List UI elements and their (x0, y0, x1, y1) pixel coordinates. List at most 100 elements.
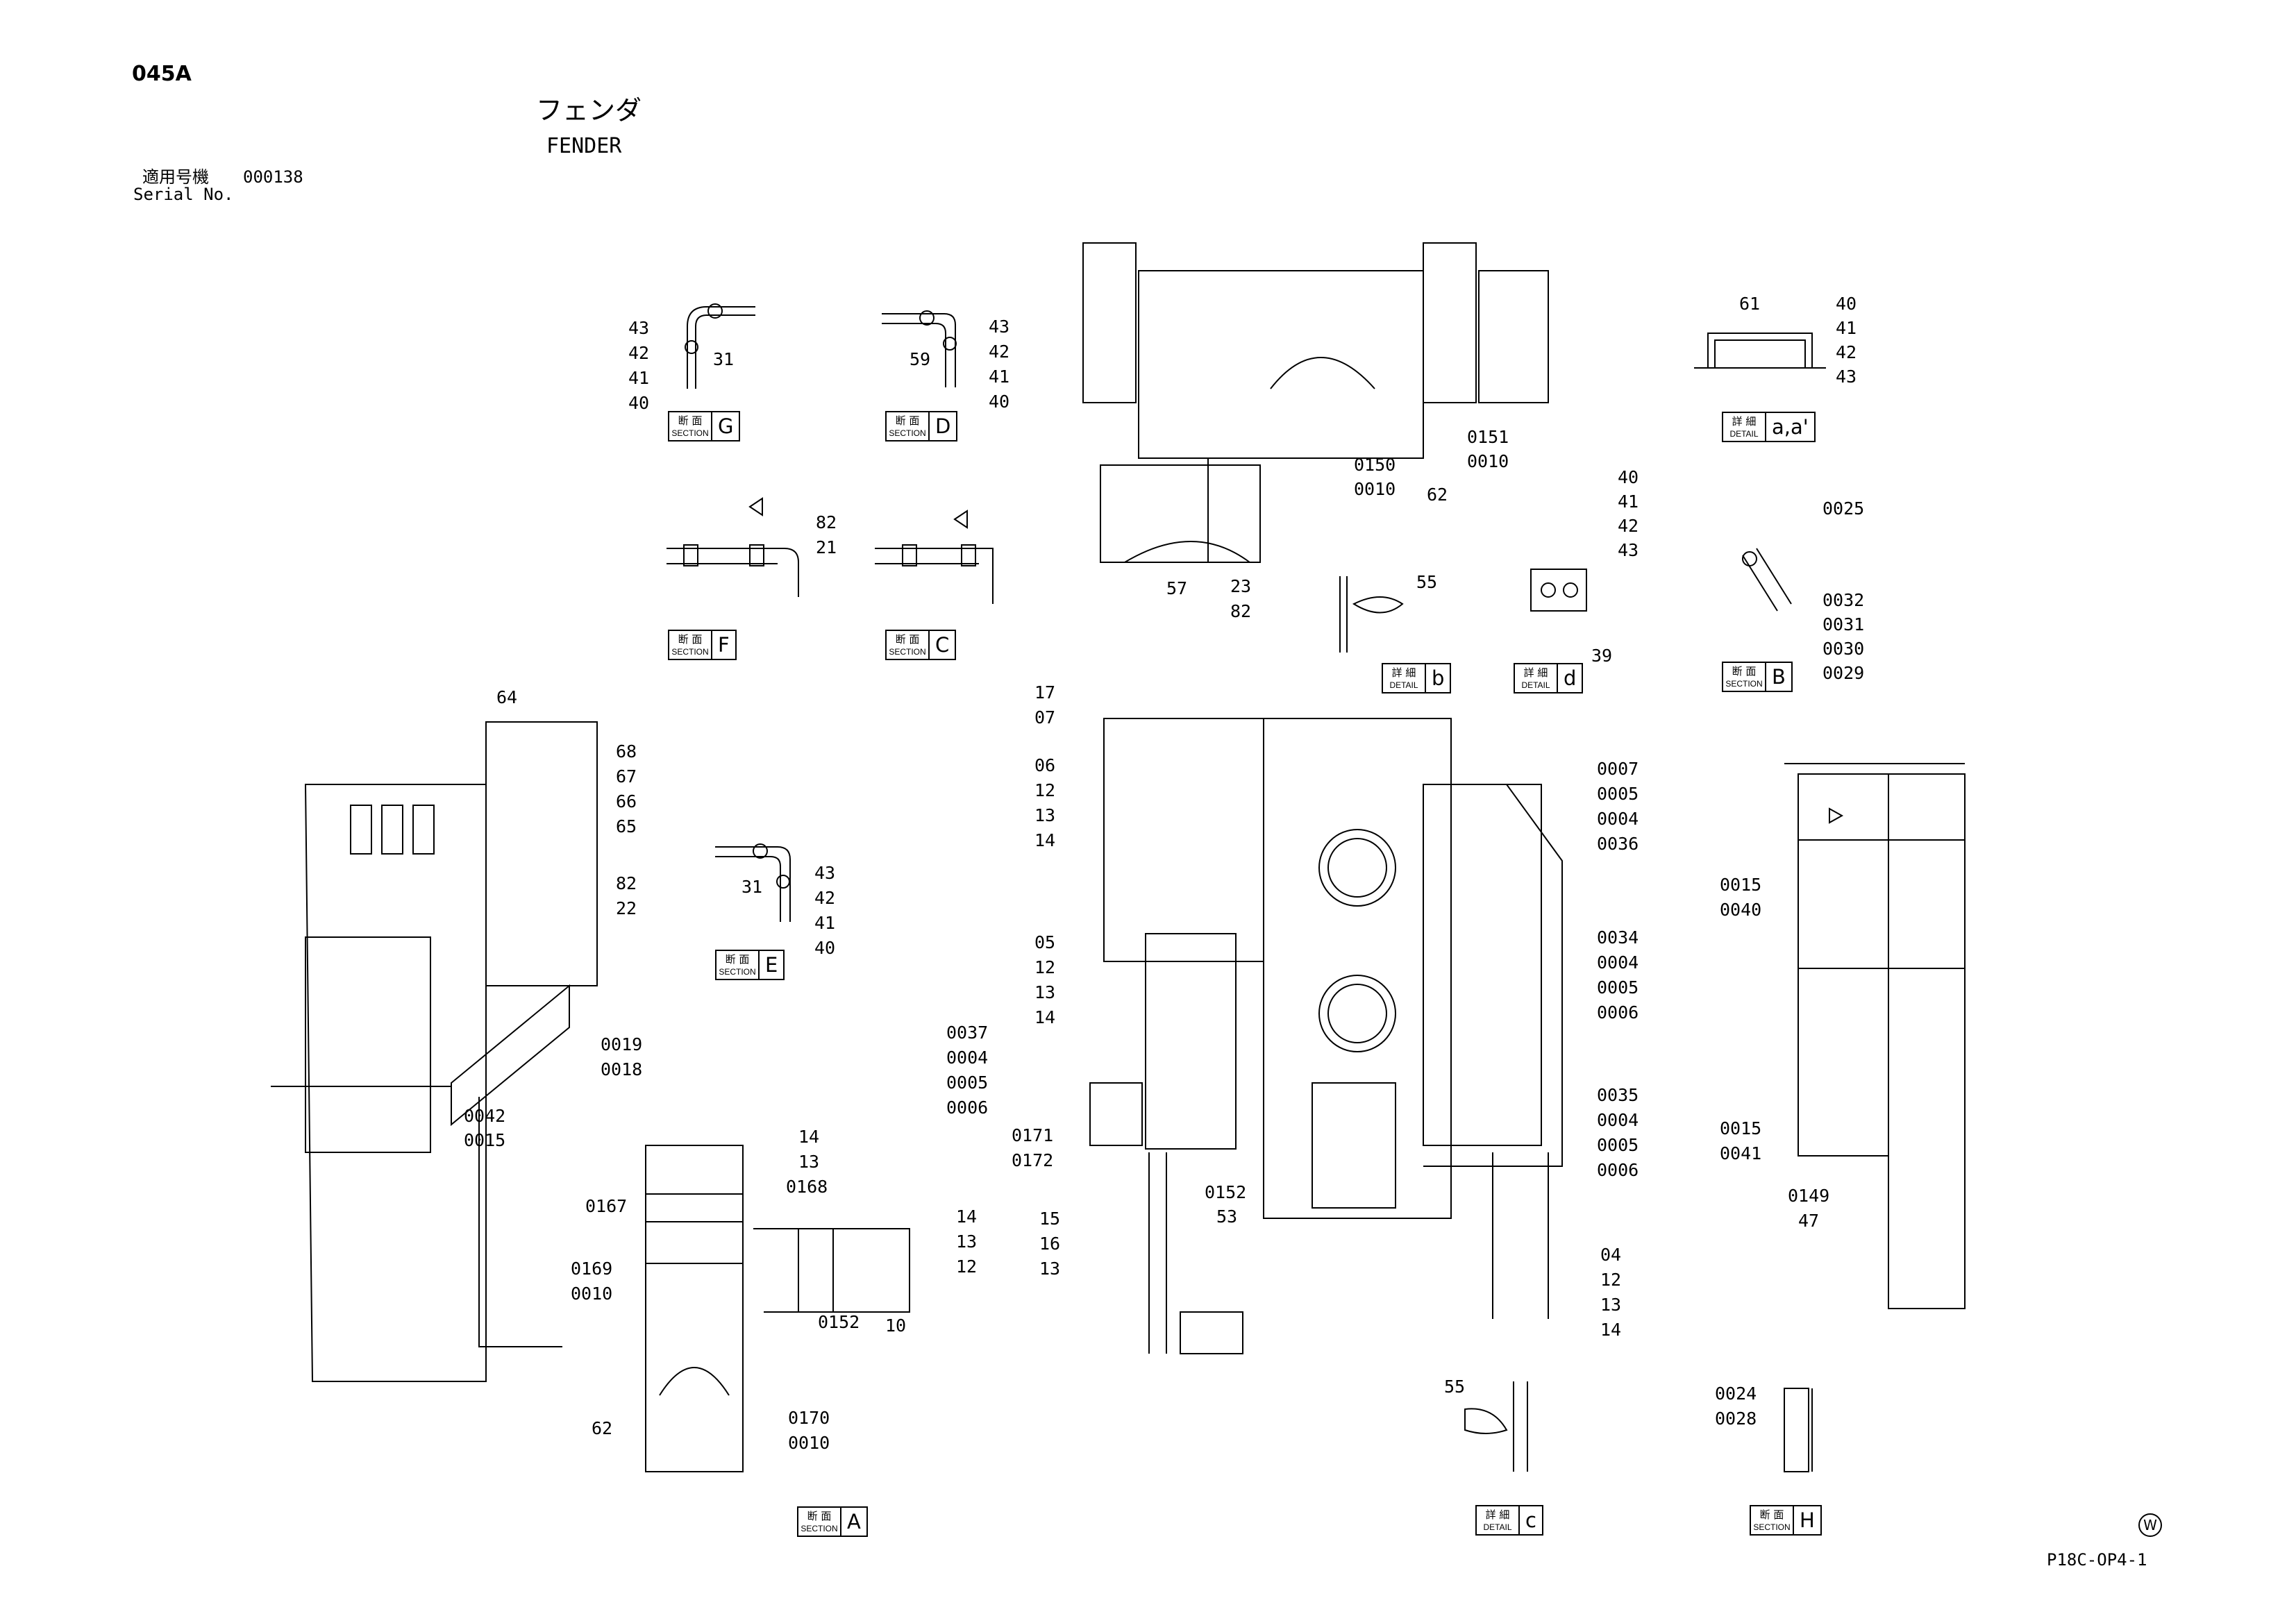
callout: 0037 (946, 1023, 989, 1043)
callout: 22 (616, 898, 637, 918)
callout: 0010 (571, 1284, 613, 1304)
callout: 0169 (571, 1259, 613, 1279)
callout: 21 (816, 537, 837, 557)
callout: 0005 (1597, 977, 1639, 998)
callout: 0149 (1788, 1186, 1830, 1206)
callout: 05 (1034, 932, 1056, 952)
callout: 39 (1591, 646, 1613, 666)
callout: 40 (1836, 294, 1857, 314)
section-c-view (875, 510, 994, 604)
section-g-view (685, 303, 755, 389)
callout: 55 (1444, 1377, 1466, 1397)
callout: 0010 (788, 1433, 830, 1453)
callout: 0006 (1597, 1160, 1639, 1180)
callout: 0151 (1467, 427, 1509, 447)
callout: 0152 (818, 1312, 860, 1332)
callout: 0034 (1597, 927, 1639, 948)
callout: 0015 (1720, 1118, 1762, 1138)
callout: 0018 (601, 1059, 643, 1079)
callout: 0004 (1597, 1110, 1639, 1130)
callout: 0167 (585, 1196, 628, 1216)
callout: 61 (1739, 294, 1761, 314)
callout: 0029 (1822, 663, 1865, 683)
callout: 15 (1039, 1209, 1061, 1229)
detail-d-view (1530, 569, 1587, 612)
serial-label-japanese: 適用号機 (142, 167, 209, 187)
callout: 59 (910, 349, 931, 369)
callout: 0015 (1720, 875, 1762, 895)
callout: 42 (1618, 516, 1639, 536)
callout: 42 (628, 343, 650, 363)
detail-a-view (1694, 333, 1826, 369)
callout: 43 (628, 318, 650, 338)
callout: 0006 (946, 1098, 989, 1118)
callout: 68 (616, 741, 637, 762)
callout: 13 (956, 1231, 978, 1252)
callout: 82 (1230, 601, 1252, 621)
callout: 0152 (1205, 1182, 1247, 1202)
callout: 55 (1416, 572, 1438, 592)
title-japanese: フェンダ (536, 95, 642, 126)
callout: 0004 (1597, 952, 1639, 973)
callout: 41 (628, 368, 650, 388)
callout: 14 (1034, 830, 1056, 850)
callout: 64 (496, 687, 518, 707)
callout: 13 (1034, 982, 1056, 1002)
left-side-view (271, 721, 598, 1382)
main-plan-view (1089, 718, 1563, 1354)
callout: 0005 (1597, 1135, 1639, 1155)
callout: 14 (798, 1127, 820, 1147)
callout: 0015 (464, 1130, 506, 1150)
callout: 0019 (601, 1034, 643, 1054)
callout: 0171 (1012, 1125, 1054, 1145)
callout: 42 (989, 342, 1010, 362)
callout: 0031 (1822, 614, 1865, 634)
callout: 07 (1034, 707, 1056, 728)
drawing-code: 045A (132, 62, 192, 86)
callout: 14 (1034, 1007, 1056, 1027)
callout: 10 (885, 1315, 907, 1336)
section-f-view (667, 497, 799, 597)
watermark-symbol: W (2138, 1513, 2162, 1537)
callout: 0005 (1597, 784, 1639, 804)
callout: 14 (956, 1206, 978, 1227)
title-english: FENDER (546, 134, 622, 158)
callout: 82 (616, 873, 637, 893)
callout: 53 (1216, 1206, 1238, 1227)
callout: 47 (1798, 1211, 1820, 1231)
callout: 0006 (1597, 1002, 1639, 1023)
callout: 0010 (1354, 479, 1396, 499)
callout: 13 (1039, 1259, 1061, 1279)
section-a-view (645, 1145, 910, 1472)
callout: 0005 (946, 1073, 989, 1093)
callout: 16 (1039, 1234, 1061, 1254)
callout: 43 (989, 317, 1010, 337)
serial-label-english: Serial No. (133, 185, 234, 204)
callout: 0042 (464, 1106, 506, 1126)
callout: 67 (616, 766, 637, 787)
callout: 0150 (1354, 455, 1396, 475)
section-b-view (1742, 548, 1792, 612)
callout: 41 (1836, 318, 1857, 338)
right-side-view (1784, 763, 1966, 1309)
callout: 40 (989, 392, 1010, 412)
callout: 43 (814, 863, 836, 883)
callout: 65 (616, 816, 637, 836)
callout: 62 (1427, 485, 1448, 505)
callout: 04 (1600, 1245, 1622, 1265)
callout: 66 (616, 791, 637, 812)
callout: 0028 (1715, 1408, 1757, 1429)
callout: 82 (816, 512, 837, 532)
callout: 31 (741, 877, 763, 897)
callout: 43 (1618, 540, 1639, 560)
callout: 43 (1836, 367, 1857, 387)
callout: 12 (1034, 957, 1056, 977)
callout: 0036 (1597, 834, 1639, 854)
callout: 57 (1166, 578, 1188, 598)
callout: 12 (1600, 1270, 1622, 1290)
callout: 13 (798, 1152, 820, 1172)
callout: 12 (1034, 780, 1056, 800)
callout: 0007 (1597, 759, 1639, 779)
callout: 41 (1618, 491, 1639, 512)
section-h-view (1784, 1388, 1813, 1472)
